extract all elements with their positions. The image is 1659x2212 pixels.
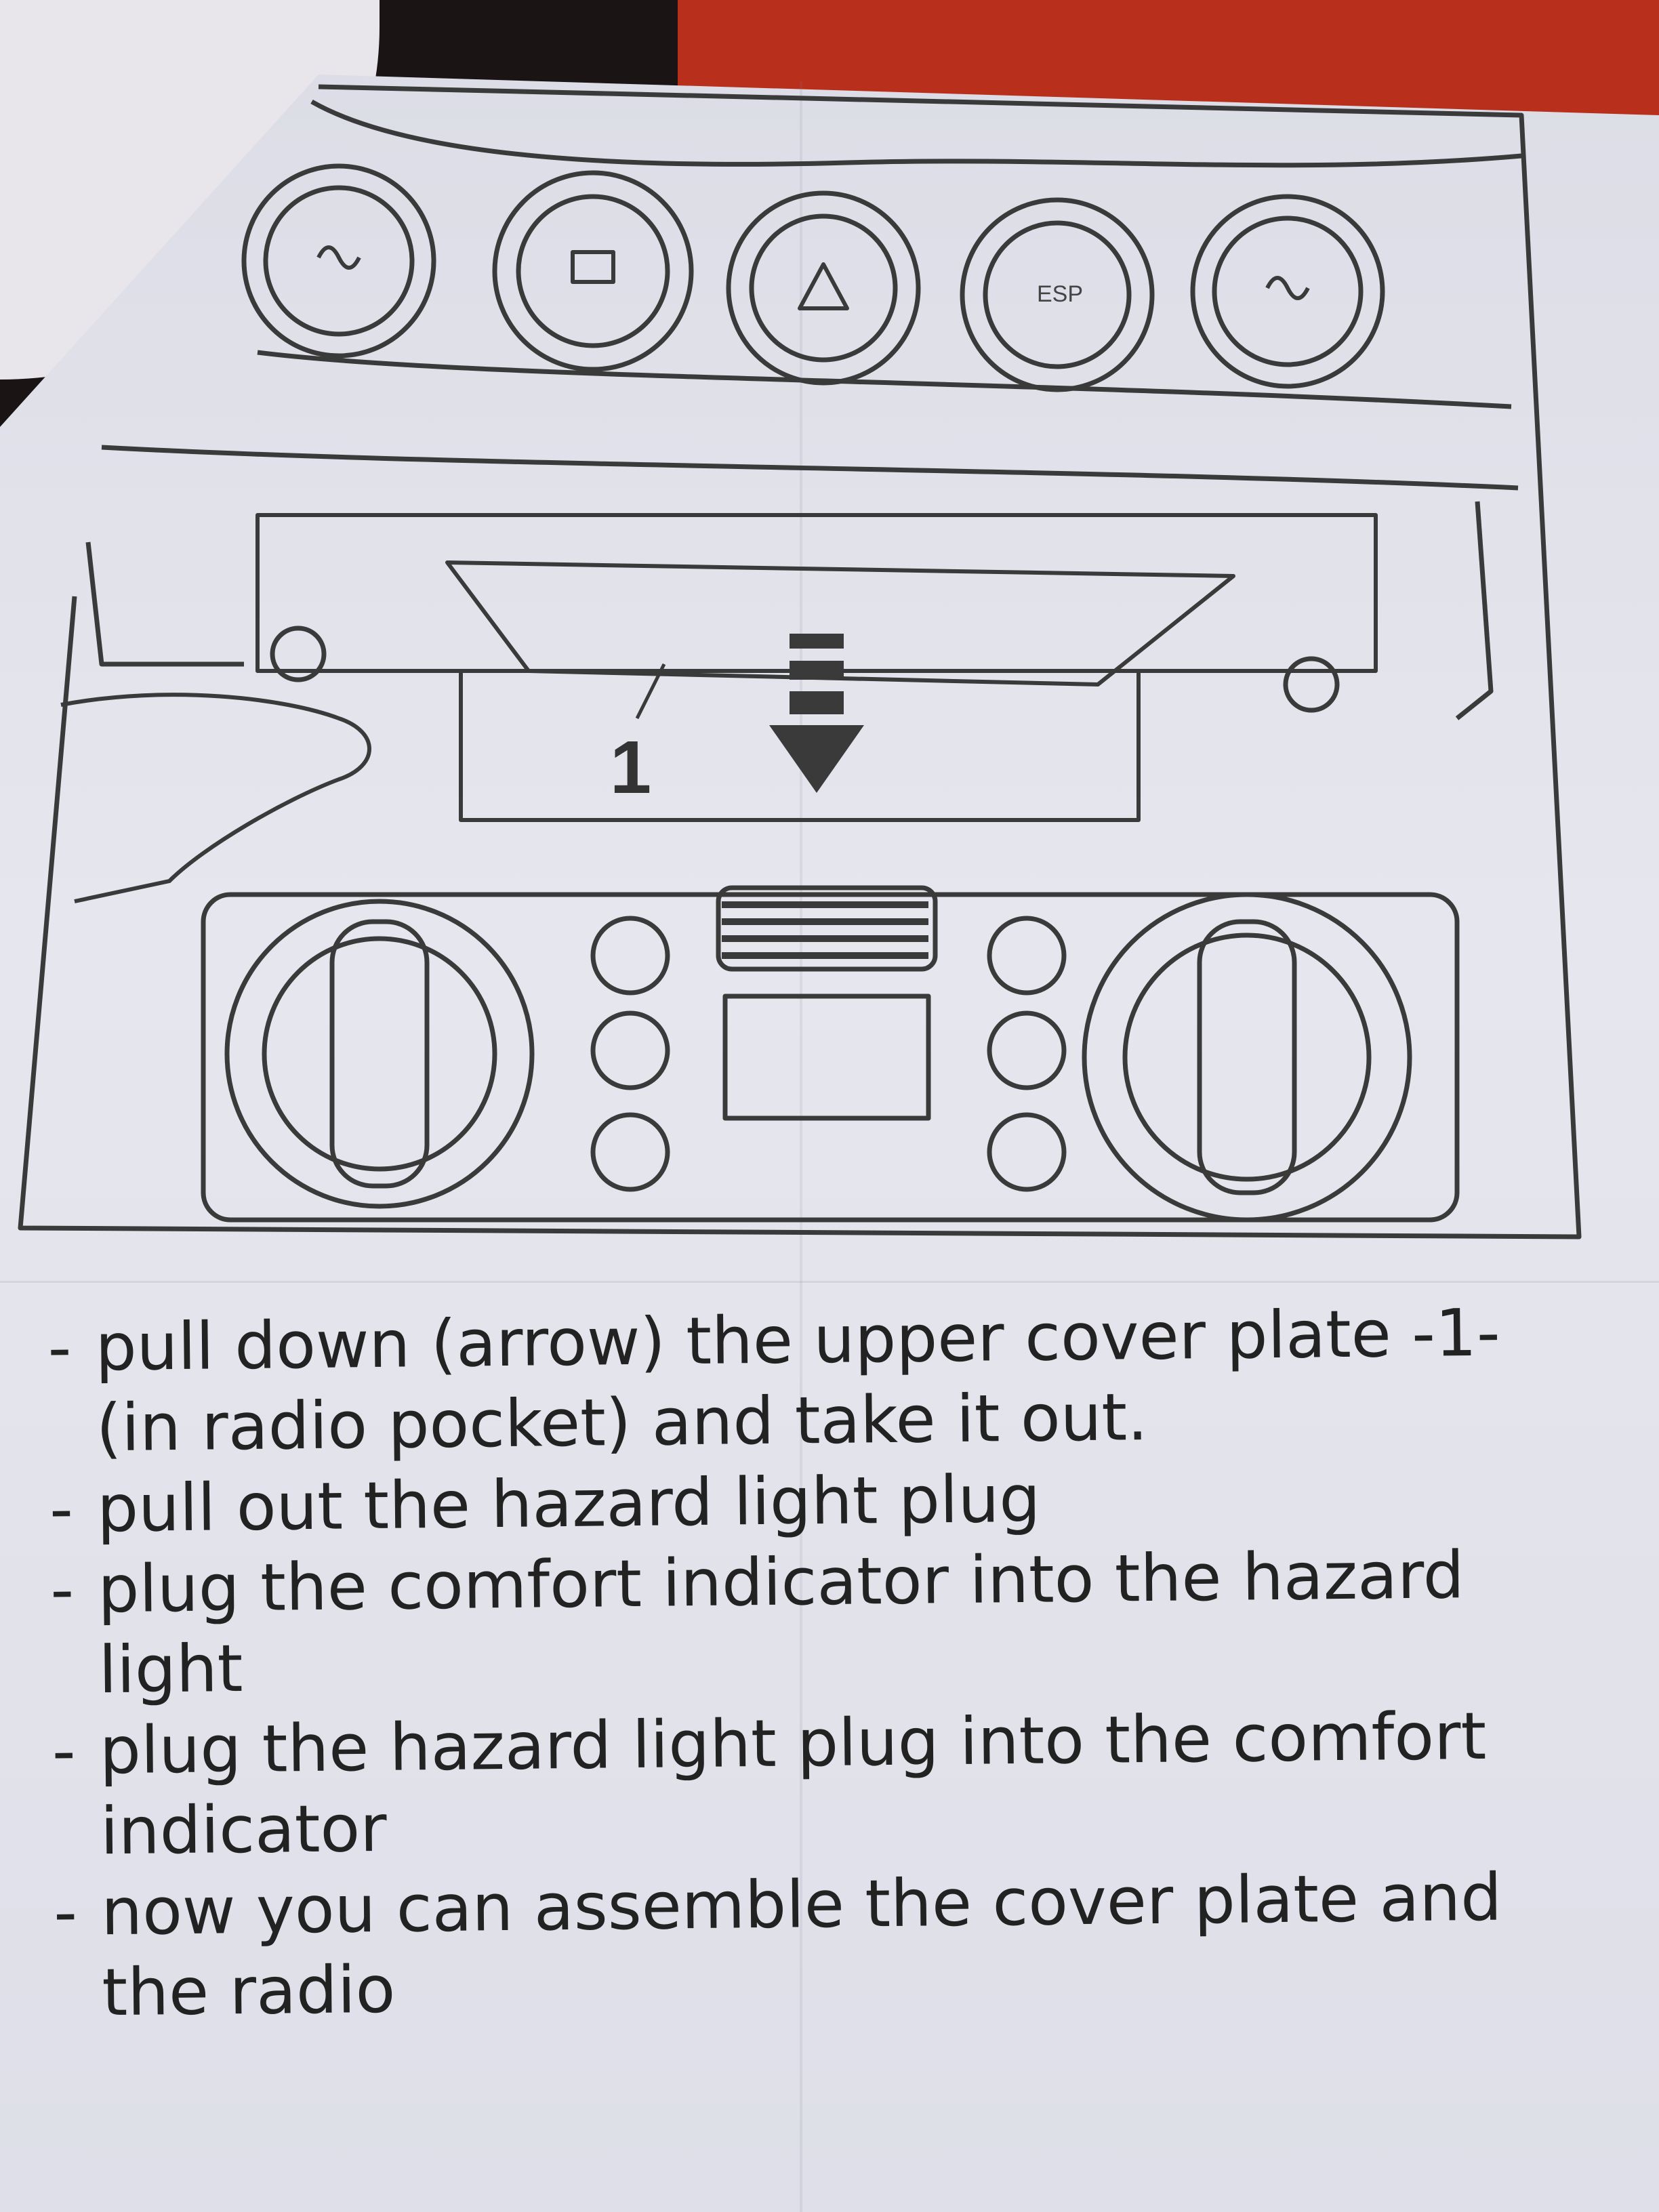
radio-pocket-right xyxy=(1455,501,1494,720)
right-rotary-knob xyxy=(1082,892,1412,1223)
esp-icon xyxy=(960,197,1155,392)
seat-heat-icon xyxy=(241,163,436,359)
seat-heat-icon xyxy=(1190,194,1385,389)
esp-label: ESP xyxy=(1037,281,1083,307)
rear-defrost-icon xyxy=(492,170,694,372)
step-text: pull down (arrow) the upper cover plate … xyxy=(95,1294,1501,1467)
instruction-step: - plug the comfort indicator into the ha… xyxy=(49,1537,1465,1708)
step-text: plug the comfort indicator into the haza… xyxy=(97,1537,1465,1708)
hand-illustration xyxy=(60,693,371,903)
instruction-step: - pull out the hazard light plug xyxy=(49,1460,1041,1547)
hazard-triangle-icon xyxy=(726,190,921,386)
step-text: pull out the hazard light plug xyxy=(96,1460,1041,1547)
left-screw xyxy=(270,626,327,682)
left-rotary-knob xyxy=(224,899,535,1209)
pull-down-arrow-icon xyxy=(769,634,864,793)
console-upper-edge xyxy=(257,350,1512,409)
switch-row xyxy=(241,163,1385,392)
step-text: now you can assemble the cover plate and… xyxy=(100,1859,1502,2031)
vent-slats xyxy=(722,901,928,959)
callout-label: 1 xyxy=(610,726,651,809)
radio-pocket-left xyxy=(85,541,244,667)
instruction-steps: - pull down (arrow) the upper cover plat… xyxy=(47,1292,1586,2034)
radio-pocket-top xyxy=(101,445,1519,491)
panel-buttons xyxy=(590,885,1067,1192)
diagram-frame xyxy=(18,84,1582,1240)
instruction-step: - plug the hazard light plug into the co… xyxy=(52,1698,1487,1870)
right-screw xyxy=(1283,656,1340,713)
console-top-arc xyxy=(310,99,1522,168)
climate-panel xyxy=(201,892,1460,1223)
paper-fold-vertical xyxy=(800,81,802,2212)
step-text: plug the hazard light plug into the comf… xyxy=(99,1698,1487,1870)
instruction-step: - pull down (arrow) the upper cover plat… xyxy=(47,1294,1501,1467)
paper-fold-horizontal xyxy=(0,1281,1659,1283)
callout-leader xyxy=(635,663,666,720)
cover-plate xyxy=(445,560,1235,687)
instruction-step: - now you can assemble the cover plate a… xyxy=(53,1859,1502,2031)
